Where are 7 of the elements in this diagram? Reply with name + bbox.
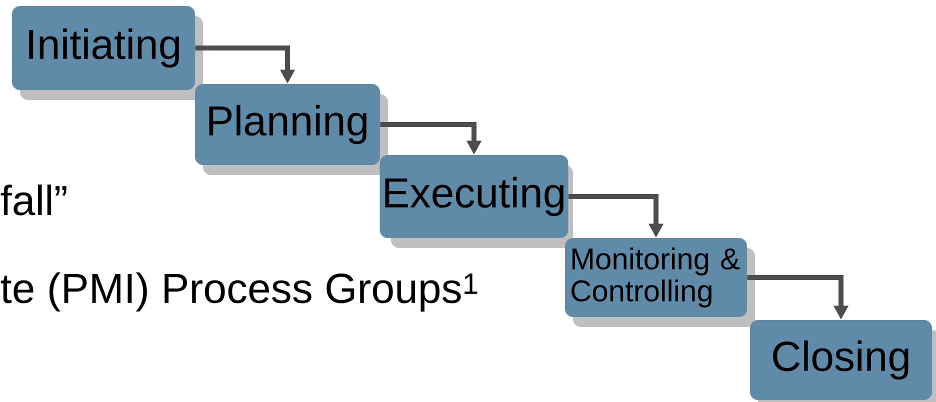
process-box: Closing xyxy=(750,320,936,402)
slide-text: fall” xyxy=(0,184,66,216)
slide-text: te (PMI) Process Groups$^{1}$ xyxy=(0,272,478,312)
process-box: Executing xyxy=(380,155,573,248)
process-box: Planning xyxy=(195,84,388,175)
process-box: Monitoring & Controlling xyxy=(565,238,755,327)
process-box: Initiating xyxy=(12,6,203,100)
